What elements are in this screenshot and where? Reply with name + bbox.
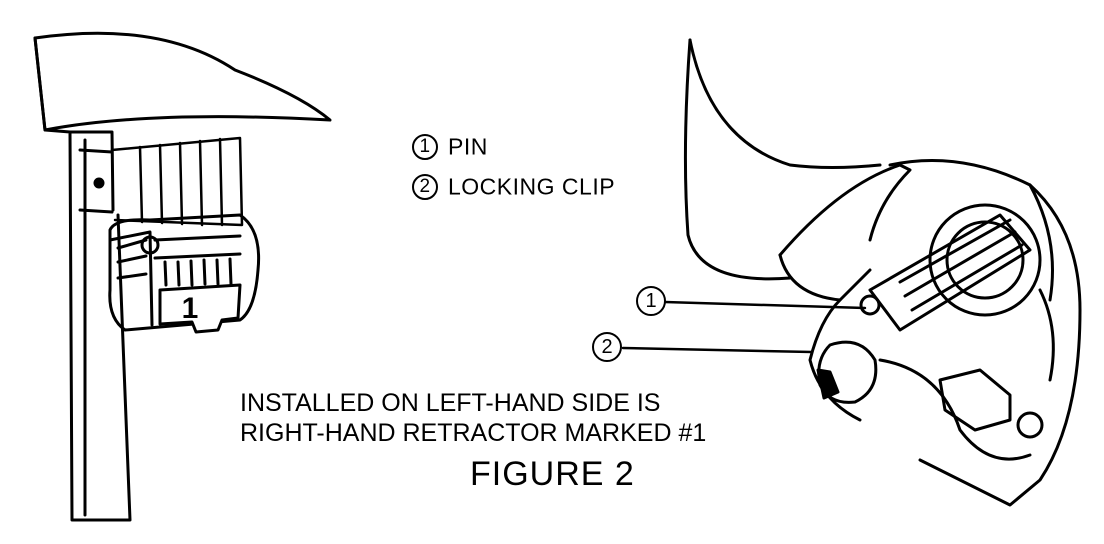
legend-pin-label: PIN bbox=[448, 133, 488, 160]
right-view-retractor bbox=[778, 159, 1082, 507]
left-view-frame bbox=[33, 31, 332, 522]
left-part-marking: 1 bbox=[182, 292, 199, 325]
legend-pin: 1 PIN bbox=[412, 132, 488, 160]
installation-note-line-2: RIGHT-HAND RETRACTOR MARKED #1 bbox=[240, 419, 707, 447]
legend-locking-clip-number: 2 bbox=[412, 173, 438, 200]
callout-1: 1 bbox=[636, 286, 666, 316]
legend-locking-clip-label: LOCKING CLIP bbox=[448, 173, 616, 200]
right-view-seat bbox=[683, 38, 882, 281]
left-view-belt bbox=[110, 136, 244, 227]
legend-pin-number: 1 bbox=[412, 133, 438, 160]
figure-title: FIGURE 2 bbox=[470, 455, 635, 493]
installation-note: INSTALLED ON LEFT-HAND SIDE IS RIGHT-HAN… bbox=[240, 388, 706, 448]
left-view-retractor bbox=[108, 213, 261, 334]
locking-clip-leader-line bbox=[621, 346, 814, 354]
installation-note-line-1: INSTALLED ON LEFT-HAND SIDE IS bbox=[240, 389, 661, 417]
callout-2: 2 bbox=[592, 332, 622, 362]
pin-leader-line bbox=[663, 300, 867, 310]
callout-leaders bbox=[621, 300, 867, 354]
legend-locking-clip: 2 LOCKING CLIP bbox=[412, 172, 615, 200]
